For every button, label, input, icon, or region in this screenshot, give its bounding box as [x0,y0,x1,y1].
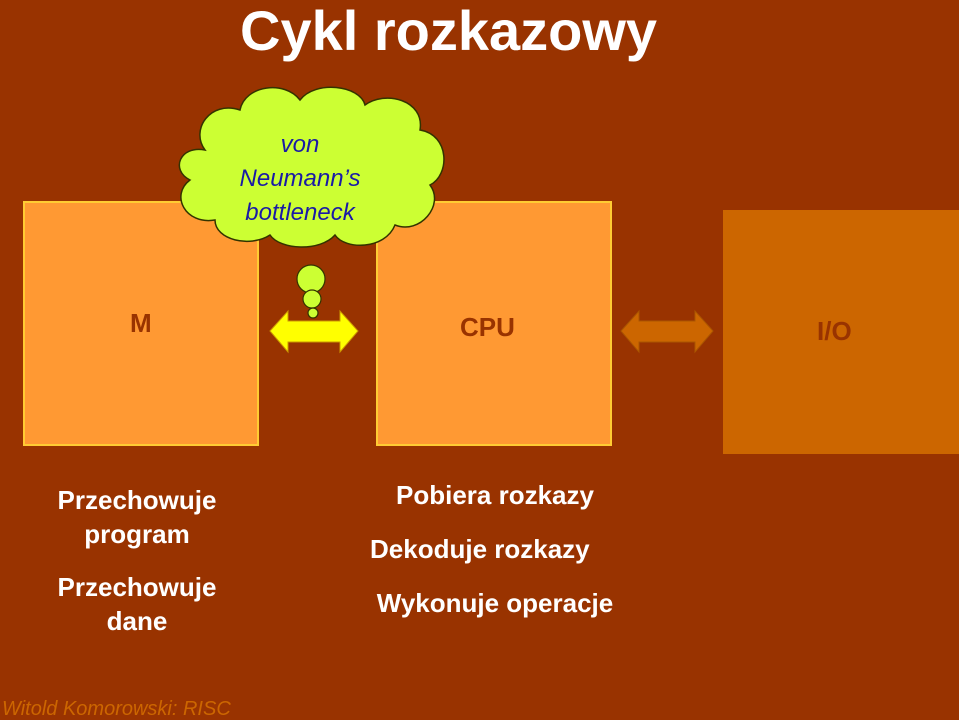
cloud-bubble-small [307,307,319,319]
memory-label: M [130,308,152,338]
cloud-bubble-medium [302,289,322,309]
cpu-desc-execute: Wykonuje operacje [376,588,614,618]
cpu-desc-fetch: Pobiera rozkazy [396,480,594,510]
arrow-memory-cpu [269,309,359,354]
memory-desc-line-3: Przechowuje [57,572,217,602]
cloud-line-1: von [280,131,320,158]
slide-title: Cykl rozkazowy [240,0,658,62]
memory-desc-data: Przechowuje dane [37,570,237,638]
io-box [723,210,959,454]
cpu-label: CPU [460,312,515,342]
arrow-cpu-io [620,309,714,354]
memory-desc-line-1: Przechowuje [57,485,217,515]
cloud-shape [178,86,445,248]
cloud-line-2: Neumann’s [239,165,361,192]
cpu-desc-decode: Dekoduje rozkazy [370,534,590,564]
memory-desc-program: Przechowuje program [37,483,237,551]
memory-box [23,201,259,446]
cloud-text: von Neumann’s bottleneck [210,128,390,230]
io-label: I/O [817,316,852,346]
memory-desc-line-2: program [84,519,190,549]
thought-cloud [178,86,445,319]
memory-desc-line-4: dane [106,606,168,636]
cpu-box [376,201,612,446]
cloud-bubble-large [296,264,326,294]
cloud-line-3: bottleneck [245,199,355,226]
footer-author: Witold Komorowski: RISC [2,698,231,720]
